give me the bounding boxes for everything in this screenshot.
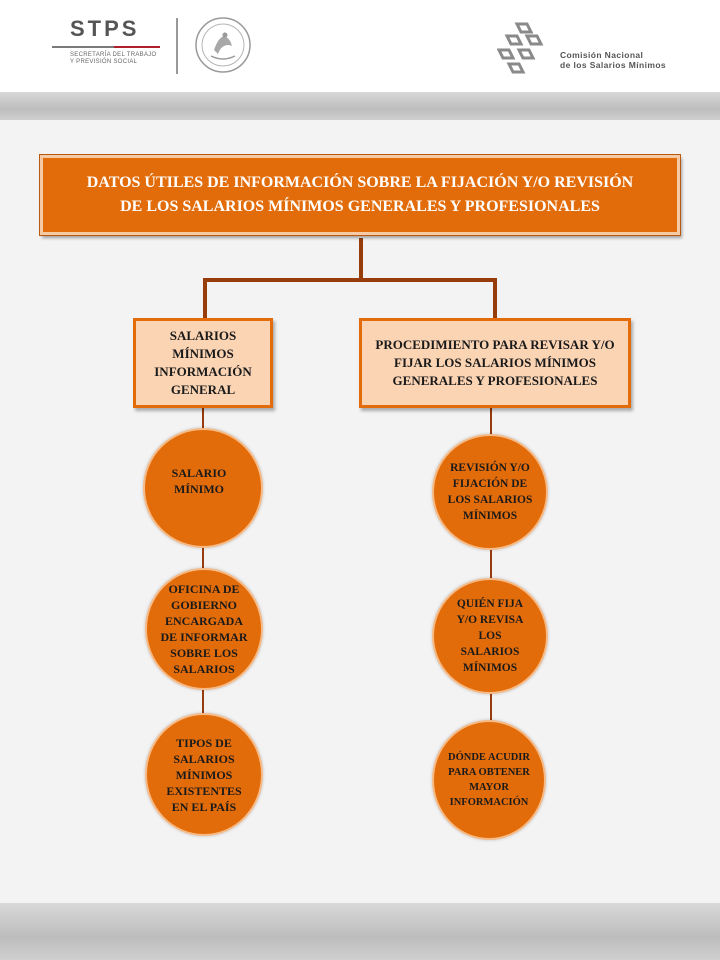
- cnsm-logo-icon: [497, 22, 544, 74]
- node-quien-fija: QUIÉN FIJA Y/O REVISA LOS SALARIOS MÍNIM…: [432, 578, 548, 694]
- branch-procedure: PROCEDIMIENTO PARA REVISAR Y/O FIJAR LOS…: [359, 318, 631, 408]
- stps-logo-subtitle: SECRETARÍA DEL TRABAJO Y PREVISIÓN SOCIA…: [70, 52, 157, 65]
- stps-logo-title: STPS: [70, 16, 140, 41]
- node-donde-acudir-label: DÓNDE ACUDIR PARA OBTENER MAYOR INFORMAC…: [448, 752, 530, 808]
- stps-logo: STPS SECRETARÍA DEL TRABAJO Y PREVISIÓN …: [52, 16, 172, 76]
- national-seal-icon: [195, 17, 251, 73]
- page-header: STPS SECRETARÍA DEL TRABAJO Y PREVISIÓN …: [0, 0, 720, 92]
- root-node: DATOS ÚTILES DE INFORMACIÓN SOBRE LA FIJ…: [39, 154, 681, 236]
- logo-separator: [176, 18, 178, 74]
- node-tipos-salarios: TIPOS DE SALARIOS MÍNIMOS EXISTENTES EN …: [145, 713, 263, 836]
- node-revision-fijacion: REVISIÓN Y/O FIJACIÓN DE LOS SALARIOS MÍ…: [432, 434, 548, 550]
- node-revision-fijacion-label: REVISIÓN Y/O FIJACIÓN DE LOS SALARIOS MÍ…: [447, 462, 533, 522]
- node-oficina-gobierno: OFICINA DE GOBIERNO ENCARGADA DE INFORMA…: [145, 568, 263, 690]
- connector-right-down: [493, 278, 497, 320]
- cnsm-name: Comisión Nacional de los Salarios Mínimo…: [560, 50, 667, 70]
- connector-horizontal: [203, 278, 497, 282]
- stps-logo-rule-accent: [114, 46, 160, 48]
- stps-logo-rule: [52, 46, 114, 48]
- branch-general-info-label: SALARIOS MÍNIMOS INFORMACIÓN GENERAL: [154, 328, 252, 397]
- connector-root-down: [359, 238, 363, 280]
- branch-procedure-label: PROCEDIMIENTO PARA REVISAR Y/O FIJAR LOS…: [375, 337, 615, 388]
- node-salario-minimo: SALARIO MÍNIMO: [143, 428, 263, 548]
- branch-general-info: SALARIOS MÍNIMOS INFORMACIÓN GENERAL: [133, 318, 273, 408]
- top-band: [0, 92, 720, 120]
- root-node-label: DATOS ÚTILES DE INFORMACIÓN SOBRE LA FIJ…: [86, 174, 634, 215]
- connector-left-down: [203, 278, 207, 320]
- node-oficina-gobierno-label: OFICINA DE GOBIERNO ENCARGADA DE INFORMA…: [160, 582, 248, 676]
- node-tipos-salarios-label: TIPOS DE SALARIOS MÍNIMOS EXISTENTES EN …: [166, 735, 242, 814]
- node-quien-fija-label: QUIÉN FIJA Y/O REVISA LOS SALARIOS MÍNIM…: [456, 598, 524, 674]
- bottom-band: [0, 903, 720, 960]
- node-donde-acudir: DÓNDE ACUDIR PARA OBTENER MAYOR INFORMAC…: [432, 720, 546, 840]
- node-salario-minimo-label: SALARIO MÍNIMO: [171, 466, 227, 496]
